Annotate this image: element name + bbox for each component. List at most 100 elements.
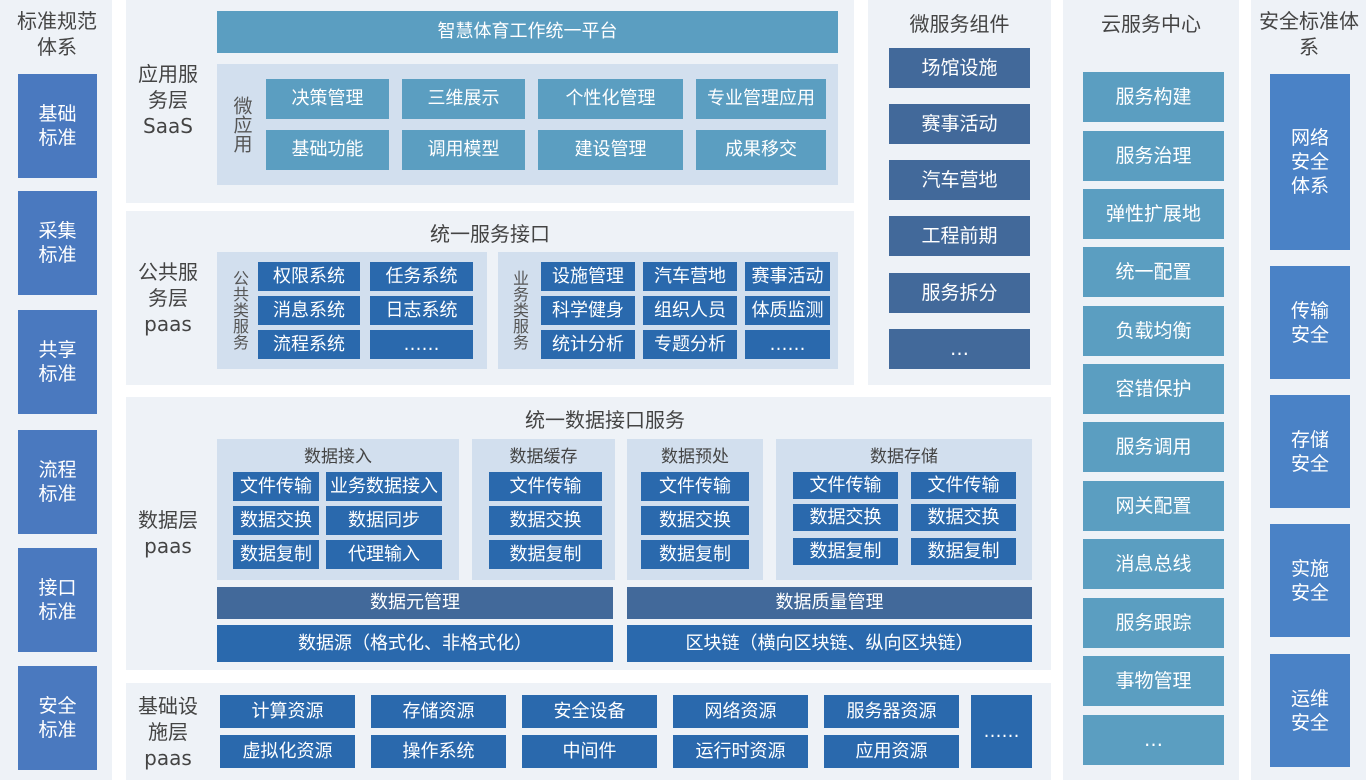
standard-item-process: 流程标准 xyxy=(18,430,97,534)
security-network-system: 网络安全体系 xyxy=(1270,74,1350,250)
cloud-service-build: 服务构建 xyxy=(1083,72,1224,122)
microservice-venue: 场馆设施 xyxy=(889,48,1030,88)
security-implementation: 实施安全 xyxy=(1270,524,1350,637)
data-access-title: 数据接入 xyxy=(304,446,372,467)
standard-item-basic: 基础标准 xyxy=(18,74,97,178)
infra-runtime: 运行时资源 xyxy=(673,735,808,768)
platform-title: 智慧体育工作统一平台 xyxy=(217,11,838,53)
business-item-fitness: 科学健身 xyxy=(541,296,635,325)
app-personalized: 个性化管理 xyxy=(538,79,683,119)
cloud-fault-tolerance: 容错保护 xyxy=(1083,364,1224,414)
security-title: 安全标准体系 xyxy=(1259,9,1359,59)
cloud-service-call: 服务调用 xyxy=(1083,422,1224,472)
public-item-permission: 权限系统 xyxy=(258,262,360,291)
business-item-more: …… xyxy=(745,330,830,359)
data-cache-exchange: 数据交换 xyxy=(489,506,602,535)
microservice-split: 服务拆分 xyxy=(889,273,1030,313)
infra-security-device: 安全设备 xyxy=(522,695,657,728)
standard-item-collect: 采集标准 xyxy=(18,191,97,295)
infra-virtualization: 虚拟化资源 xyxy=(220,735,355,768)
security-storage: 存储安全 xyxy=(1270,395,1350,508)
data-access-proxy-input: 代理输入 xyxy=(326,540,442,569)
saas-layer-label: 应用服务层SaaS xyxy=(138,62,198,138)
data-preprocess-file-transfer: 文件传输 xyxy=(641,472,749,501)
data-access-sync: 数据同步 xyxy=(326,506,442,535)
data-preprocess-title: 数据预处 xyxy=(661,446,729,467)
infra-compute: 计算资源 xyxy=(220,695,355,728)
data-layer-label: 数据层paas xyxy=(138,508,198,558)
infra-server: 服务器资源 xyxy=(824,695,959,728)
data-cache-file-transfer: 文件传输 xyxy=(489,472,602,501)
blockchain: 区块链（横向区块链、纵向区块链） xyxy=(627,625,1032,662)
data-preprocess-replicate: 数据复制 xyxy=(641,540,749,569)
data-storage-exchange-2: 数据交换 xyxy=(911,504,1016,531)
unified-service-interface-title: 统一服务接口 xyxy=(430,221,550,246)
cloud-gateway-config: 网关配置 xyxy=(1083,481,1224,531)
data-quality-management: 数据质量管理 xyxy=(627,587,1032,619)
infra-network: 网络资源 xyxy=(673,695,808,728)
business-service-group-label: 业务类服务 xyxy=(510,270,529,350)
data-preprocess-exchange: 数据交换 xyxy=(641,506,749,535)
data-storage-title: 数据存储 xyxy=(870,446,938,467)
infra-more: …… xyxy=(971,695,1032,768)
infra-application: 应用资源 xyxy=(824,735,959,768)
business-item-staff: 组织人员 xyxy=(643,296,737,325)
data-cache-title: 数据缓存 xyxy=(509,446,578,467)
security-operations: 运维安全 xyxy=(1270,654,1350,767)
data-access-business-data: 业务数据接入 xyxy=(326,472,442,501)
microservice-preliminary: 工程前期 xyxy=(889,216,1030,256)
cloud-transaction-mgmt: 事物管理 xyxy=(1083,656,1224,706)
data-meta-management: 数据元管理 xyxy=(217,587,613,619)
data-source: 数据源（格式化、非格式化） xyxy=(217,625,613,662)
app-professional: 专业管理应用 xyxy=(696,79,826,119)
security-transmission: 传输安全 xyxy=(1270,266,1350,379)
data-storage-replicate-2: 数据复制 xyxy=(911,538,1016,565)
business-item-facility: 设施管理 xyxy=(541,262,635,291)
infra-os: 操作系统 xyxy=(371,735,506,768)
microservice-events: 赛事活动 xyxy=(889,104,1030,144)
infra-layer-label: 基础设施层paas xyxy=(138,694,198,770)
data-access-replicate: 数据复制 xyxy=(233,540,319,569)
cloud-unified-config: 统一配置 xyxy=(1083,247,1224,297)
microservice-camp: 汽车营地 xyxy=(889,160,1030,200)
cloud-service-governance: 服务治理 xyxy=(1083,131,1224,181)
public-service-layer-label: 公共服务层paas xyxy=(138,260,198,336)
cloud-service-trace: 服务跟踪 xyxy=(1083,598,1224,648)
business-item-events: 赛事活动 xyxy=(745,262,830,291)
app-basic-function: 基础功能 xyxy=(266,130,389,170)
data-cache-replicate: 数据复制 xyxy=(489,540,602,569)
cloud-message-bus: 消息总线 xyxy=(1083,539,1224,589)
public-service-group-label: 公共类服务 xyxy=(230,270,249,350)
microservice-more: … xyxy=(889,329,1030,369)
cloud-center-title: 云服务中心 xyxy=(1101,11,1201,36)
app-handover: 成果移交 xyxy=(696,130,826,170)
standard-item-share: 共享标准 xyxy=(18,310,97,414)
cloud-elastic-scale: 弹性扩展地 xyxy=(1083,189,1224,239)
app-construction: 建设管理 xyxy=(538,130,683,170)
cloud-load-balance: 负载均衡 xyxy=(1083,306,1224,356)
business-item-camp: 汽车营地 xyxy=(643,262,737,291)
data-storage-exchange-1: 数据交换 xyxy=(793,504,898,531)
app-decision: 决策管理 xyxy=(266,79,389,119)
app-call-model: 调用模型 xyxy=(402,130,525,170)
public-item-message: 消息系统 xyxy=(258,296,360,325)
public-item-task: 任务系统 xyxy=(370,262,473,291)
business-item-physique: 体质监测 xyxy=(745,296,830,325)
app-3d-display: 三维展示 xyxy=(402,79,525,119)
data-access-exchange: 数据交换 xyxy=(233,506,319,535)
data-storage-file-transfer-1: 文件传输 xyxy=(793,472,898,499)
public-item-workflow: 流程系统 xyxy=(258,330,360,359)
public-item-log: 日志系统 xyxy=(370,296,473,325)
public-item-more: …… xyxy=(370,330,473,359)
data-access-file-transfer: 文件传输 xyxy=(233,472,319,501)
data-storage-replicate-1: 数据复制 xyxy=(793,538,898,565)
business-item-topic: 专题分析 xyxy=(643,330,737,359)
data-storage-file-transfer-2: 文件传输 xyxy=(911,472,1016,499)
unified-data-interface-title: 统一数据接口服务 xyxy=(525,407,685,432)
cloud-more: … xyxy=(1083,715,1224,765)
standard-item-interface: 接口标准 xyxy=(18,548,97,652)
infra-storage: 存储资源 xyxy=(371,695,506,728)
standard-item-security: 安全标准 xyxy=(18,666,97,770)
micro-app-label: 微应用 xyxy=(230,95,253,153)
business-item-statistics: 统计分析 xyxy=(541,330,635,359)
